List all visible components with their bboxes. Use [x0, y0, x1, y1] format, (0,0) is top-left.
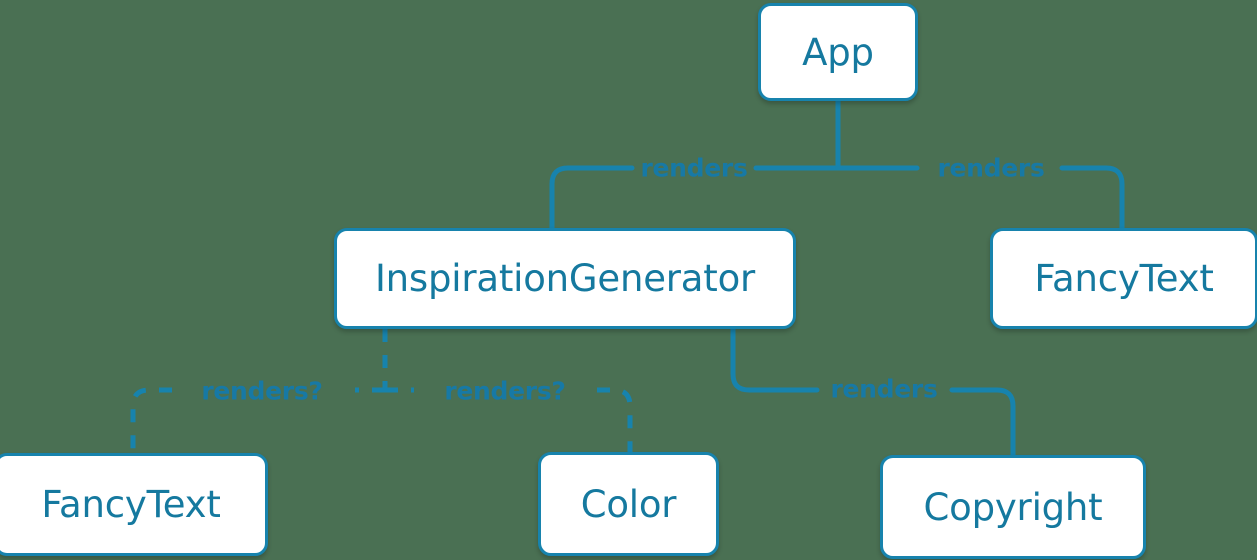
- edge-app-to-fancytext-right: [1059, 165, 1125, 231]
- edge-inspirationgenerator-to-color-right: [597, 387, 633, 452]
- node-app[interactable]: App: [758, 3, 918, 101]
- edge-inspirationgenerator-to-fancytext-left: [130, 387, 172, 453]
- node-fancytext-right-label: FancyText: [1034, 257, 1214, 300]
- edge-label-app-to-inspirationgenerator: renders: [640, 153, 748, 183]
- edge-app-to-inspirationgenerator-left: [549, 165, 635, 231]
- node-copyright[interactable]: Copyright: [880, 455, 1146, 559]
- node-app-label: App: [802, 30, 874, 74]
- node-color[interactable]: Color: [538, 452, 719, 556]
- edge-label-inspirationgenerator-to-color: renders?: [444, 376, 566, 406]
- edge-label-app-to-fancytext: renders: [937, 153, 1045, 183]
- edge-label-inspirationgenerator-to-copyright: renders: [830, 374, 938, 404]
- edge-inspirationgenerator-to-copyright-right: [949, 387, 1016, 458]
- edge-inspirationgenerator-to-copyright-left: [730, 326, 820, 393]
- node-fancytext-right[interactable]: FancyText: [990, 228, 1257, 329]
- node-fancytext-bottom[interactable]: FancyText: [0, 453, 268, 556]
- edge-label-inspirationgenerator-to-fancytext: renders?: [201, 376, 323, 406]
- node-inspirationgenerator[interactable]: InspirationGenerator: [334, 228, 796, 329]
- node-inspirationgenerator-label: InspirationGenerator: [374, 257, 756, 300]
- node-fancytext-bottom-label: FancyText: [41, 483, 221, 526]
- node-copyright-label: Copyright: [923, 485, 1103, 529]
- node-color-label: Color: [580, 482, 677, 526]
